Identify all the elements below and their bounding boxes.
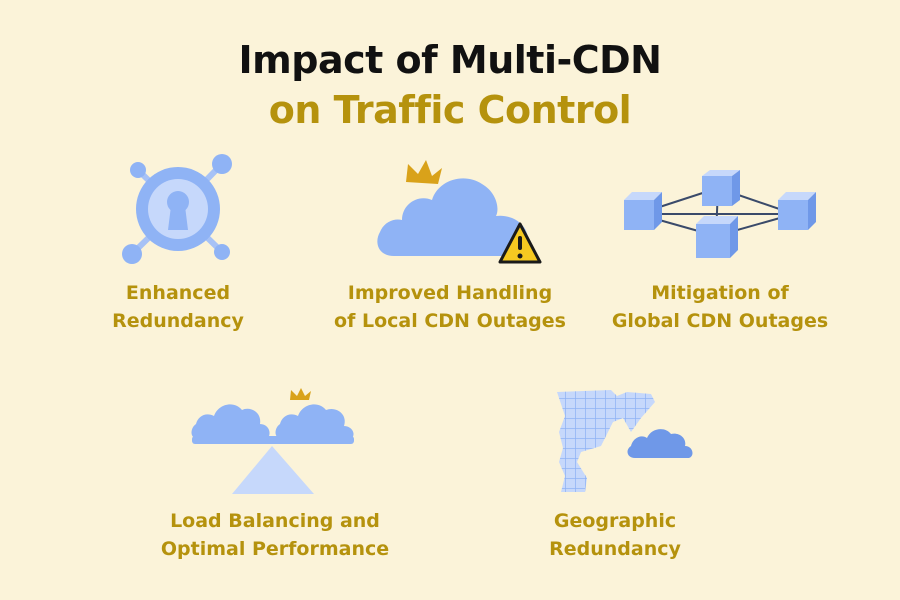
warning-icon [498,222,542,264]
cube-icon [696,216,738,258]
cloud-icon [377,178,528,256]
label-line: Redundancy [112,310,244,332]
cube-icon [702,170,740,206]
crown-icon [290,388,311,400]
title-line-1: Impact of Multi-CDN [238,38,662,82]
label-line: Geographic [553,510,677,532]
label-line: Enhanced [125,282,231,304]
cloud-icon [191,404,270,438]
label-line: Mitigation of [651,282,789,304]
title-line-2: on Traffic Control [268,88,632,132]
label-line: Global CDN Outages [611,310,829,332]
label-line: of Local CDN Outages [334,310,566,332]
label-line: Load Balancing and [170,510,380,532]
map-cloud-icon [557,390,693,492]
balance-base [232,446,314,494]
item-label: Enhanced Redundancy [88,279,268,335]
cloud-icon [275,404,354,438]
item-label: Geographic Redundancy [520,507,710,563]
label-line: Optimal Performance [160,538,390,560]
cube-icon [624,192,662,230]
redundancy-hub-icon [122,154,232,264]
cloud-warning-icon [377,160,542,264]
item-label: Load Balancing and Optimal Performance [150,507,400,563]
network-cubes-icon [624,170,816,258]
crown-icon [406,160,442,184]
cube-icon [778,192,816,230]
balance-beam [192,436,354,444]
label-line: Improved Handling [347,282,553,304]
item-label: Improved Handling of Local CDN Outages [330,279,570,335]
balance-clouds-icon [191,388,354,494]
item-label: Mitigation of Global CDN Outages [605,279,835,335]
cloud-icon [627,429,693,458]
label-line: Redundancy [549,538,681,560]
